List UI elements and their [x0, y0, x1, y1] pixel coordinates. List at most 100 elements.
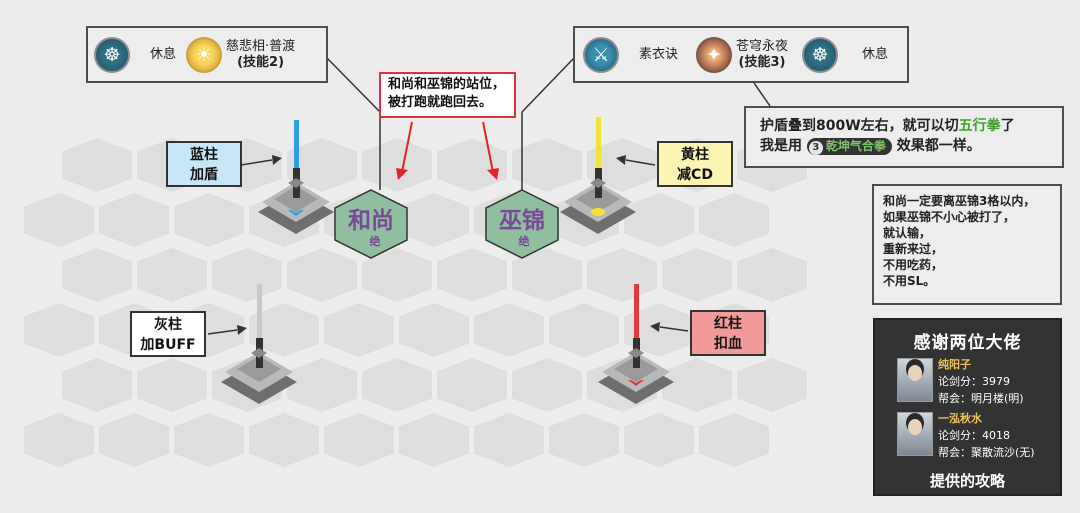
blue-pillar [258, 120, 334, 234]
hex-tile[interactable] [362, 138, 432, 192]
hex-tile[interactable] [587, 138, 657, 192]
hex-tile[interactable] [324, 303, 394, 357]
hex-tile[interactable] [212, 248, 282, 302]
hex-tile[interactable] [399, 193, 469, 247]
hex-tile[interactable] [662, 248, 732, 302]
thanks-panel: 感谢两位大佬 纯阳子 论剑分：3979 帮会：明月楼(明) 一泓秋水 论剑分：4… [873, 318, 1062, 496]
hex-tile[interactable] [587, 248, 657, 302]
hex-tile[interactable] [287, 248, 357, 302]
hex-tile[interactable] [474, 303, 544, 357]
hex-tile[interactable] [437, 138, 507, 192]
meditate-icon[interactable]: ☸ [802, 36, 839, 73]
night-sky-icon[interactable]: ✦ [696, 36, 733, 73]
hex-tile[interactable] [512, 358, 582, 412]
skill-tag-left: (技能2) [237, 54, 285, 70]
red-pillar-label: 红柱 扣血 [690, 310, 766, 356]
hex-tile[interactable] [362, 358, 432, 412]
connector-line-right [521, 57, 575, 113]
hex-tile[interactable] [24, 193, 94, 247]
hex-tile[interactable] [399, 303, 469, 357]
skill2-name-right: 苍穹永夜 [736, 38, 789, 54]
hex-tile[interactable] [174, 413, 244, 467]
player-name: 纯阳子 [938, 358, 971, 371]
hex-tile[interactable] [99, 193, 169, 247]
shield-note-text3: 我是用 [760, 138, 802, 154]
yellow-pillar-effect: 减CD [677, 167, 713, 183]
hex-tile[interactable] [62, 248, 132, 302]
rule-note: 和尚一定要离巫锦3格以内， 如果巫锦不小心被打了， 就认输， 重新来过， 不用吃… [872, 184, 1062, 305]
hex-tile[interactable] [399, 413, 469, 467]
hex-tile[interactable] [287, 358, 357, 412]
hex-tile[interactable] [737, 358, 807, 412]
hex-tile[interactable] [624, 413, 694, 467]
position-note: 和尚和巫锦的站位， 被打跑就跑回去。 [379, 72, 516, 118]
hex-tile[interactable] [174, 193, 244, 247]
player-card: 一泓秋水 论剑分：4018 帮会：聚散流沙(无) [897, 410, 1047, 460]
yellow-pillar [560, 117, 636, 234]
meditate-icon[interactable]: ☸ [94, 36, 130, 73]
hex-tile[interactable] [287, 138, 357, 192]
connector-line-shield [751, 79, 771, 107]
position-note-line2: 被打跑就跑回去。 [388, 95, 493, 110]
hex-tile[interactable] [437, 248, 507, 302]
avatar [897, 412, 933, 456]
hex-tile[interactable] [474, 413, 544, 467]
arrow-gray-pillar [207, 325, 247, 335]
player-name: 一泓秋水 [938, 412, 982, 425]
red-pillar-name: 红柱 [714, 316, 742, 332]
hex-tile[interactable] [362, 248, 432, 302]
rule-line: 不用SL。 [883, 274, 936, 288]
hex-tile[interactable] [662, 358, 732, 412]
player-score: 论剑分：3979 [938, 375, 1010, 388]
hex-tile[interactable] [62, 138, 132, 192]
player-guild: 帮会：明月楼(明) [938, 392, 1024, 405]
hex-tile[interactable] [24, 413, 94, 467]
skill1-name-right: 素衣诀 [639, 46, 679, 62]
hex-tile[interactable] [549, 413, 619, 467]
gray-pillar-label: 灰柱 加BUFF [130, 311, 206, 357]
hex-tile[interactable] [99, 413, 169, 467]
hex-tile[interactable] [699, 193, 769, 247]
connector-line-left [326, 57, 381, 113]
gray-pillar [221, 284, 297, 404]
arrow-blue-pillar [240, 155, 282, 166]
rest-label-left: 休息 [150, 46, 177, 62]
right-skill-bar: ⚔ 素衣诀 ✦ 苍穹永夜 (技能3) ☸ 休息 [573, 26, 909, 83]
hex-tile[interactable] [512, 138, 582, 192]
yellow-pillar-name: 黄柱 [681, 147, 709, 163]
blue-pillar-effect: 加盾 [190, 167, 218, 183]
shield-note-text1: 护盾叠到800W左右，就可以切 [760, 118, 959, 134]
buddha-icon[interactable]: ☀ [186, 36, 223, 73]
shield-note-highlight: 五行拳 [958, 118, 1001, 134]
hex-tile[interactable] [24, 303, 94, 357]
hex-tile[interactable] [437, 358, 507, 412]
hex-tile[interactable] [699, 413, 769, 467]
arrow-yellow-pillar [616, 155, 656, 166]
hex-tile[interactable] [137, 358, 207, 412]
hex-tile[interactable] [624, 193, 694, 247]
hex-tile[interactable] [549, 303, 619, 357]
hex-tile[interactable] [737, 248, 807, 302]
hex-tile[interactable] [324, 413, 394, 467]
red-pillar-effect: 扣血 [714, 336, 742, 352]
gray-pillar-effect: 加BUFF [140, 337, 196, 353]
arrow-red-pillar [650, 322, 689, 332]
skill-chip-label: 乾坤气合拳 [825, 139, 886, 153]
sword-stance-icon[interactable]: ⚔ [583, 36, 619, 73]
unit-monk[interactable]: 和尚 绝 [334, 189, 408, 259]
hex-tile[interactable] [249, 413, 319, 467]
hex-tile[interactable] [137, 248, 207, 302]
shield-note-text2: 了 [1000, 118, 1015, 134]
hex-tile[interactable] [249, 303, 319, 357]
rule-line: 重新来过， [883, 242, 944, 256]
thanks-footer: 提供的攻略 [929, 472, 1005, 490]
skill-name-left: 慈悲相·普渡 [226, 38, 296, 54]
hex-tile[interactable] [512, 248, 582, 302]
player-score: 论剑分：4018 [938, 429, 1010, 442]
unit-monk-tag: 绝 [370, 234, 381, 248]
unit-wujin[interactable]: 巫锦 绝 [485, 189, 559, 259]
hex-tile[interactable] [62, 358, 132, 412]
red-arrow-monk [396, 121, 413, 180]
